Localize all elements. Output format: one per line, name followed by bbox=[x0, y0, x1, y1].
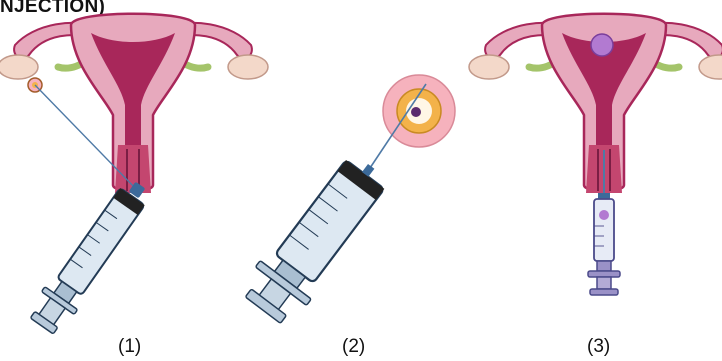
syringe-2-icon bbox=[237, 147, 396, 329]
panel-3-embryo-transfer bbox=[469, 14, 722, 295]
caption-panel-3: (3) bbox=[587, 336, 610, 358]
panel-2-sperm-injection bbox=[237, 75, 455, 329]
caption-panel-1: (1) bbox=[118, 336, 141, 358]
panel-1-egg-retrieval bbox=[0, 14, 268, 338]
syringe-1-icon bbox=[25, 174, 156, 338]
embryo-icon bbox=[591, 34, 613, 56]
syringe-3-icon bbox=[588, 193, 620, 295]
caption-panel-2: (2) bbox=[342, 336, 365, 358]
